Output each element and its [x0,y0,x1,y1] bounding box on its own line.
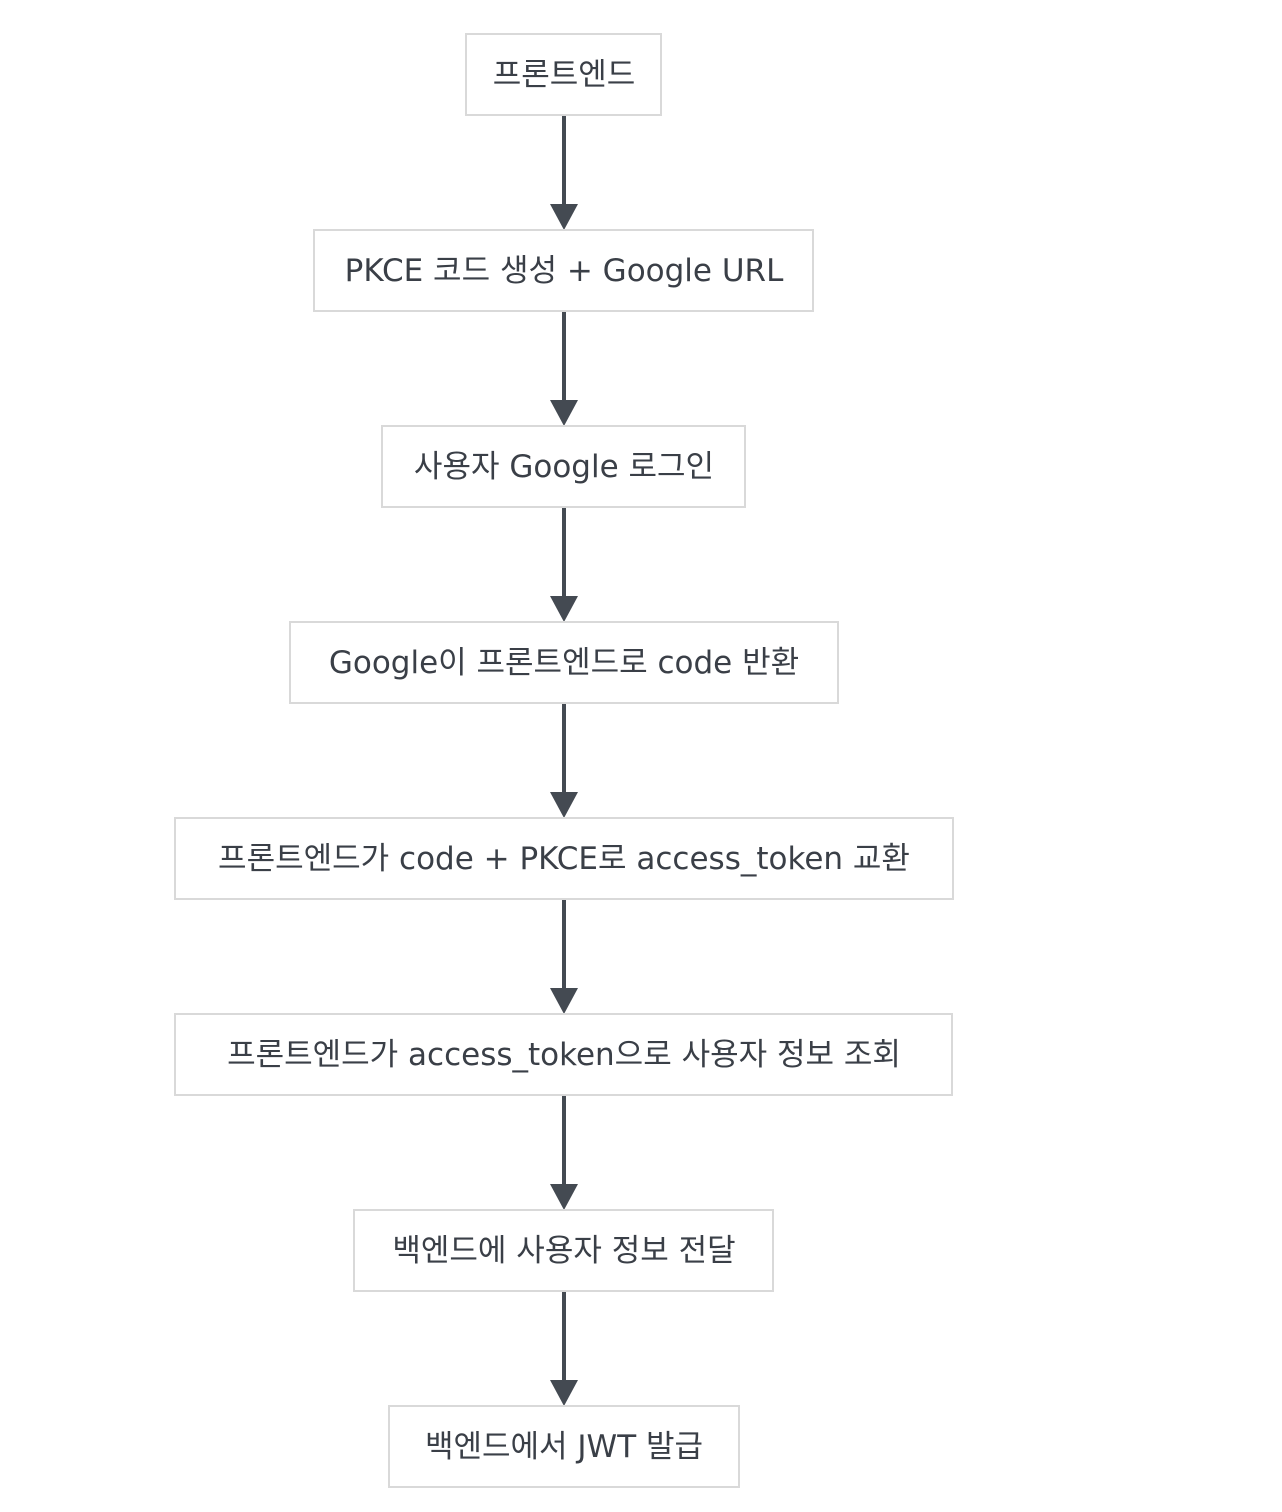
node-frontend-label: 프론트엔드 [493,57,636,93]
edge-exchange-to-userinfo [550,900,578,1014]
node-code: Google이 프론트엔드로 code 반환 [289,621,839,704]
edge-userinfo-to-send [550,1096,578,1210]
node-code-label: Google이 프론트엔드로 code 반환 [329,645,799,681]
node-login-label: 사용자 Google 로그인 [414,449,714,485]
node-send: 백엔드에 사용자 정보 전달 [353,1209,774,1292]
node-send-label: 백엔드에 사용자 정보 전달 [392,1233,735,1269]
node-pkce: PKCE 코드 생성 + Google URL [313,229,814,312]
node-exchange-label: 프론트엔드가 code + PKCE로 access_token 교환 [218,841,910,877]
node-jwt: 백엔드에서 JWT 발급 [388,1405,740,1488]
node-login: 사용자 Google 로그인 [381,425,746,508]
node-pkce-label: PKCE 코드 생성 + Google URL [345,253,784,289]
node-userinfo-label: 프론트엔드가 access_token으로 사용자 정보 조회 [227,1037,901,1073]
node-userinfo: 프론트엔드가 access_token으로 사용자 정보 조회 [174,1013,953,1096]
node-jwt-label: 백엔드에서 JWT 발급 [425,1429,703,1465]
edge-code-to-exchange [550,704,578,818]
edge-send-to-jwt [550,1292,578,1406]
node-exchange: 프론트엔드가 code + PKCE로 access_token 교환 [174,817,954,900]
edge-frontend-to-pkce [550,116,578,230]
node-frontend: 프론트엔드 [465,33,662,116]
edge-pkce-to-login [550,312,578,426]
edge-login-to-code [550,508,578,622]
